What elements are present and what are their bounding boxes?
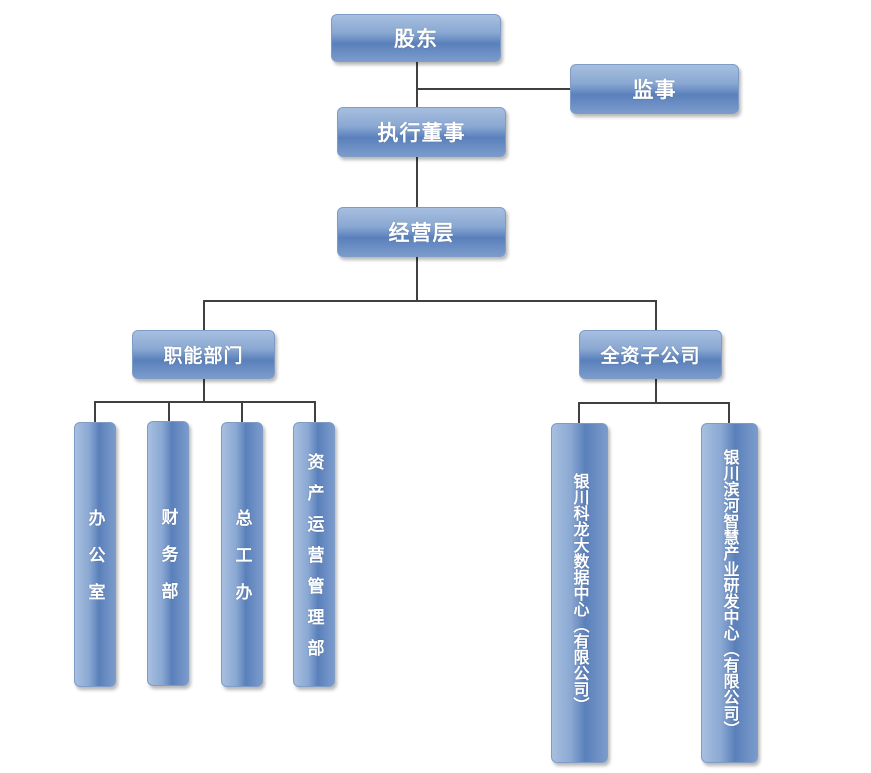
management-box: 经营层	[337, 207, 506, 257]
dept-office-box: 办公室	[74, 422, 116, 687]
connector-sub-1	[578, 402, 580, 424]
subsidiary-1-box: 银川科龙大数据中心（有限公司）	[551, 423, 608, 763]
dept-finance-box: 财务部	[147, 421, 189, 686]
connector-shareholders-director	[416, 62, 418, 108]
connector-sub-2	[728, 402, 730, 424]
connector-dept-chief	[241, 401, 243, 423]
connector-director-management	[416, 156, 418, 208]
connector-dept-finance	[168, 401, 170, 423]
functional-depts-box: 职能部门	[132, 330, 275, 379]
executive-director-box: 执行董事	[337, 107, 506, 157]
connector-subsidiaries-down	[655, 378, 657, 404]
dept-asset-ops-box: 资产运营管理部	[293, 422, 335, 687]
connector-management-down	[416, 256, 418, 302]
connector-subs-horizontal	[578, 402, 730, 404]
connector-dept-office	[94, 401, 96, 423]
connector-to-functional	[203, 300, 205, 330]
supervisor-box: 监事	[570, 64, 739, 114]
connector-depts-horizontal	[94, 401, 316, 403]
shareholders-box: 股东	[331, 14, 501, 62]
subsidiary-2-box: 银川滨河智慧产业研发中心（有限公司）	[701, 423, 758, 763]
connector-dept-asset	[314, 401, 316, 423]
connector-to-subsidiaries	[655, 300, 657, 330]
connector-supervisor	[416, 88, 572, 90]
subsidiaries-box: 全资子公司	[579, 330, 722, 379]
dept-chief-engineer-box: 总工办	[221, 422, 263, 687]
connector-functional-down	[203, 378, 205, 402]
connector-branch-horizontal	[203, 300, 656, 302]
